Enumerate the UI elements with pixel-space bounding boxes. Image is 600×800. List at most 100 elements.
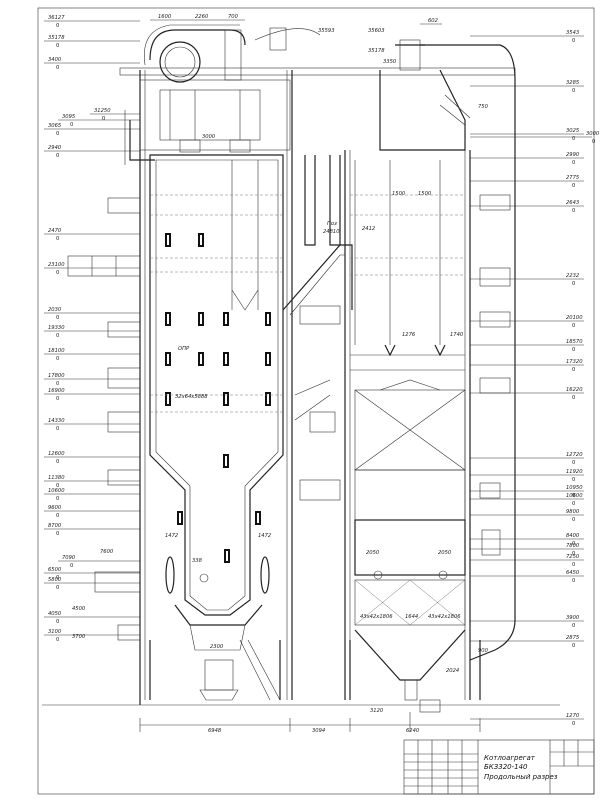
- elev-left-zero: 0: [56, 315, 59, 321]
- elev-right-zero: 0: [572, 367, 575, 373]
- elev-left-label: 2030: [48, 307, 62, 313]
- left-elevation-markers: 3612703517803400030650309503125002940024…: [44, 15, 140, 643]
- elev-right-zero: 0: [592, 139, 595, 145]
- elev-top-1: 35593: [318, 28, 335, 34]
- elev-right-label: 16220: [566, 387, 583, 393]
- elev-top-4: 3350: [383, 59, 397, 65]
- elev-left-label: 10600: [48, 488, 65, 494]
- elev-top-3: 35178: [368, 48, 385, 54]
- elev-left-label: 3400: [48, 57, 62, 63]
- elev-right-zero: 0: [572, 562, 575, 568]
- elev-left-label: 19330: [48, 325, 65, 331]
- dim-bottom-3: 3120: [370, 708, 384, 714]
- elev-left-label: 8700: [48, 523, 62, 529]
- drum: [159, 41, 201, 83]
- burner-icons: [165, 233, 271, 594]
- elev-left-label: 12600: [48, 451, 65, 457]
- elev-right-zero: 0: [572, 395, 575, 401]
- dim-inner-20: 32х64х5888: [175, 394, 208, 400]
- elev-top-5: 3000: [202, 134, 216, 140]
- elev-left-label: 5800: [48, 577, 62, 583]
- elev-left-zero: 0: [56, 23, 59, 29]
- elev-right-zero: 0: [572, 183, 575, 189]
- elev-left-zero: 0: [56, 65, 59, 71]
- dim-inner-9: 43x42x1806: [428, 614, 461, 620]
- dim-top-3: 700: [228, 14, 239, 20]
- elev-left-zero: 0: [56, 131, 59, 137]
- elev-left-mid-3: 3700: [72, 634, 86, 640]
- elev-left-label: 31250: [94, 108, 111, 114]
- elev-right-label: 2643: [566, 200, 579, 206]
- dim-inner-14: 900: [478, 648, 489, 654]
- furnace: [139, 70, 293, 701]
- elev-left-label: 17800: [48, 373, 65, 379]
- dim-inner-13: 2300: [210, 644, 224, 650]
- elev-left-label: 3095: [62, 114, 76, 120]
- dim-inner-5: 2050: [366, 550, 380, 556]
- elev-left-zero: 0: [56, 426, 59, 432]
- dim-inner-19: ОПР: [178, 346, 190, 352]
- elev-left-label: 23100: [48, 262, 65, 268]
- elev-right-label: 3000: [586, 131, 600, 137]
- dim-inner-18: Поз: [327, 221, 337, 227]
- elev-left-label: 6500: [48, 567, 62, 573]
- elev-left-zero: 0: [56, 619, 59, 625]
- elev-left-label: 2470: [48, 228, 62, 234]
- elev-right-label: 3285: [566, 80, 580, 86]
- elev-left-zero: 0: [56, 496, 59, 502]
- dim-inner-2: 1500: [418, 191, 432, 197]
- elev-right-label: 6450: [566, 570, 580, 576]
- elev-left-zero: 0: [56, 483, 59, 489]
- elev-right-label: 3025: [566, 128, 580, 134]
- title-line-3: Продольный разрез: [484, 773, 558, 781]
- elev-left-zero: 0: [56, 270, 59, 276]
- elev-right-zero: 0: [572, 323, 575, 329]
- dim-inner-7: 1644: [405, 614, 418, 620]
- elev-right-label: 1270: [566, 713, 580, 719]
- elev-right-zero: 0: [572, 477, 575, 483]
- elev-right-label: 18570: [566, 339, 583, 345]
- elev-right-zero: 0: [572, 208, 575, 214]
- elev-right-label: 10600: [566, 493, 583, 499]
- elev-right-zero: 0: [572, 38, 575, 44]
- elev-left-zero: 0: [56, 531, 59, 537]
- elev-right-label: 3543: [566, 30, 579, 36]
- elev-left-label: 36127: [48, 15, 65, 21]
- elev-left-zero: 0: [56, 43, 59, 49]
- elev-left-label: 18100: [48, 348, 65, 354]
- elev-right-label: 17320: [566, 359, 583, 365]
- elev-left-zero: 0: [56, 236, 59, 242]
- elev-left-label: 2940: [48, 145, 62, 151]
- elev-left-label: 14330: [48, 418, 65, 424]
- elev-right-label: 7800: [566, 543, 580, 549]
- elev-left-label: 11380: [48, 475, 65, 481]
- elev-right-label: 8400: [566, 533, 580, 539]
- elev-right-label: 9800: [566, 509, 580, 515]
- dim-inner-1: 1500: [392, 191, 406, 197]
- elev-right-label: 2875: [566, 635, 580, 641]
- dim-inner-6: 2050: [438, 550, 452, 556]
- title-block: Котлоагрегат БКЗ320-140 Продольный разре…: [403, 739, 595, 795]
- elev-left-label: 35178: [48, 35, 65, 41]
- elev-right-zero: 0: [572, 347, 575, 353]
- elev-right-zero: 0: [572, 88, 575, 94]
- elev-right-zero: 0: [572, 623, 575, 629]
- dim-inner-16: 24810: [323, 229, 340, 235]
- elev-left-zero: 0: [102, 116, 105, 122]
- elev-left-zero: 0: [56, 459, 59, 465]
- dim-inner-11: 1472: [258, 533, 271, 539]
- elev-right-zero: 0: [572, 136, 575, 142]
- elev-left-mid-1: 7600: [100, 549, 114, 555]
- dim-top-4: 602: [428, 18, 438, 24]
- elev-left-zero: 0: [56, 396, 59, 402]
- elev-right-label: 12720: [566, 452, 583, 458]
- elev-left-zero: 0: [56, 637, 59, 643]
- dim-inner-12: 338: [192, 558, 203, 564]
- elev-left-zero: 0: [56, 333, 59, 339]
- elev-right-zero: 0: [572, 160, 575, 166]
- elev-left-zero: 0: [70, 122, 73, 128]
- right-elevation-markers: 3543032850302503000029900277502643022320…: [470, 30, 600, 727]
- elev-left-label: 16900: [48, 388, 65, 394]
- elev-right-label: 2990: [566, 152, 580, 158]
- elev-right-zero: 0: [572, 493, 575, 499]
